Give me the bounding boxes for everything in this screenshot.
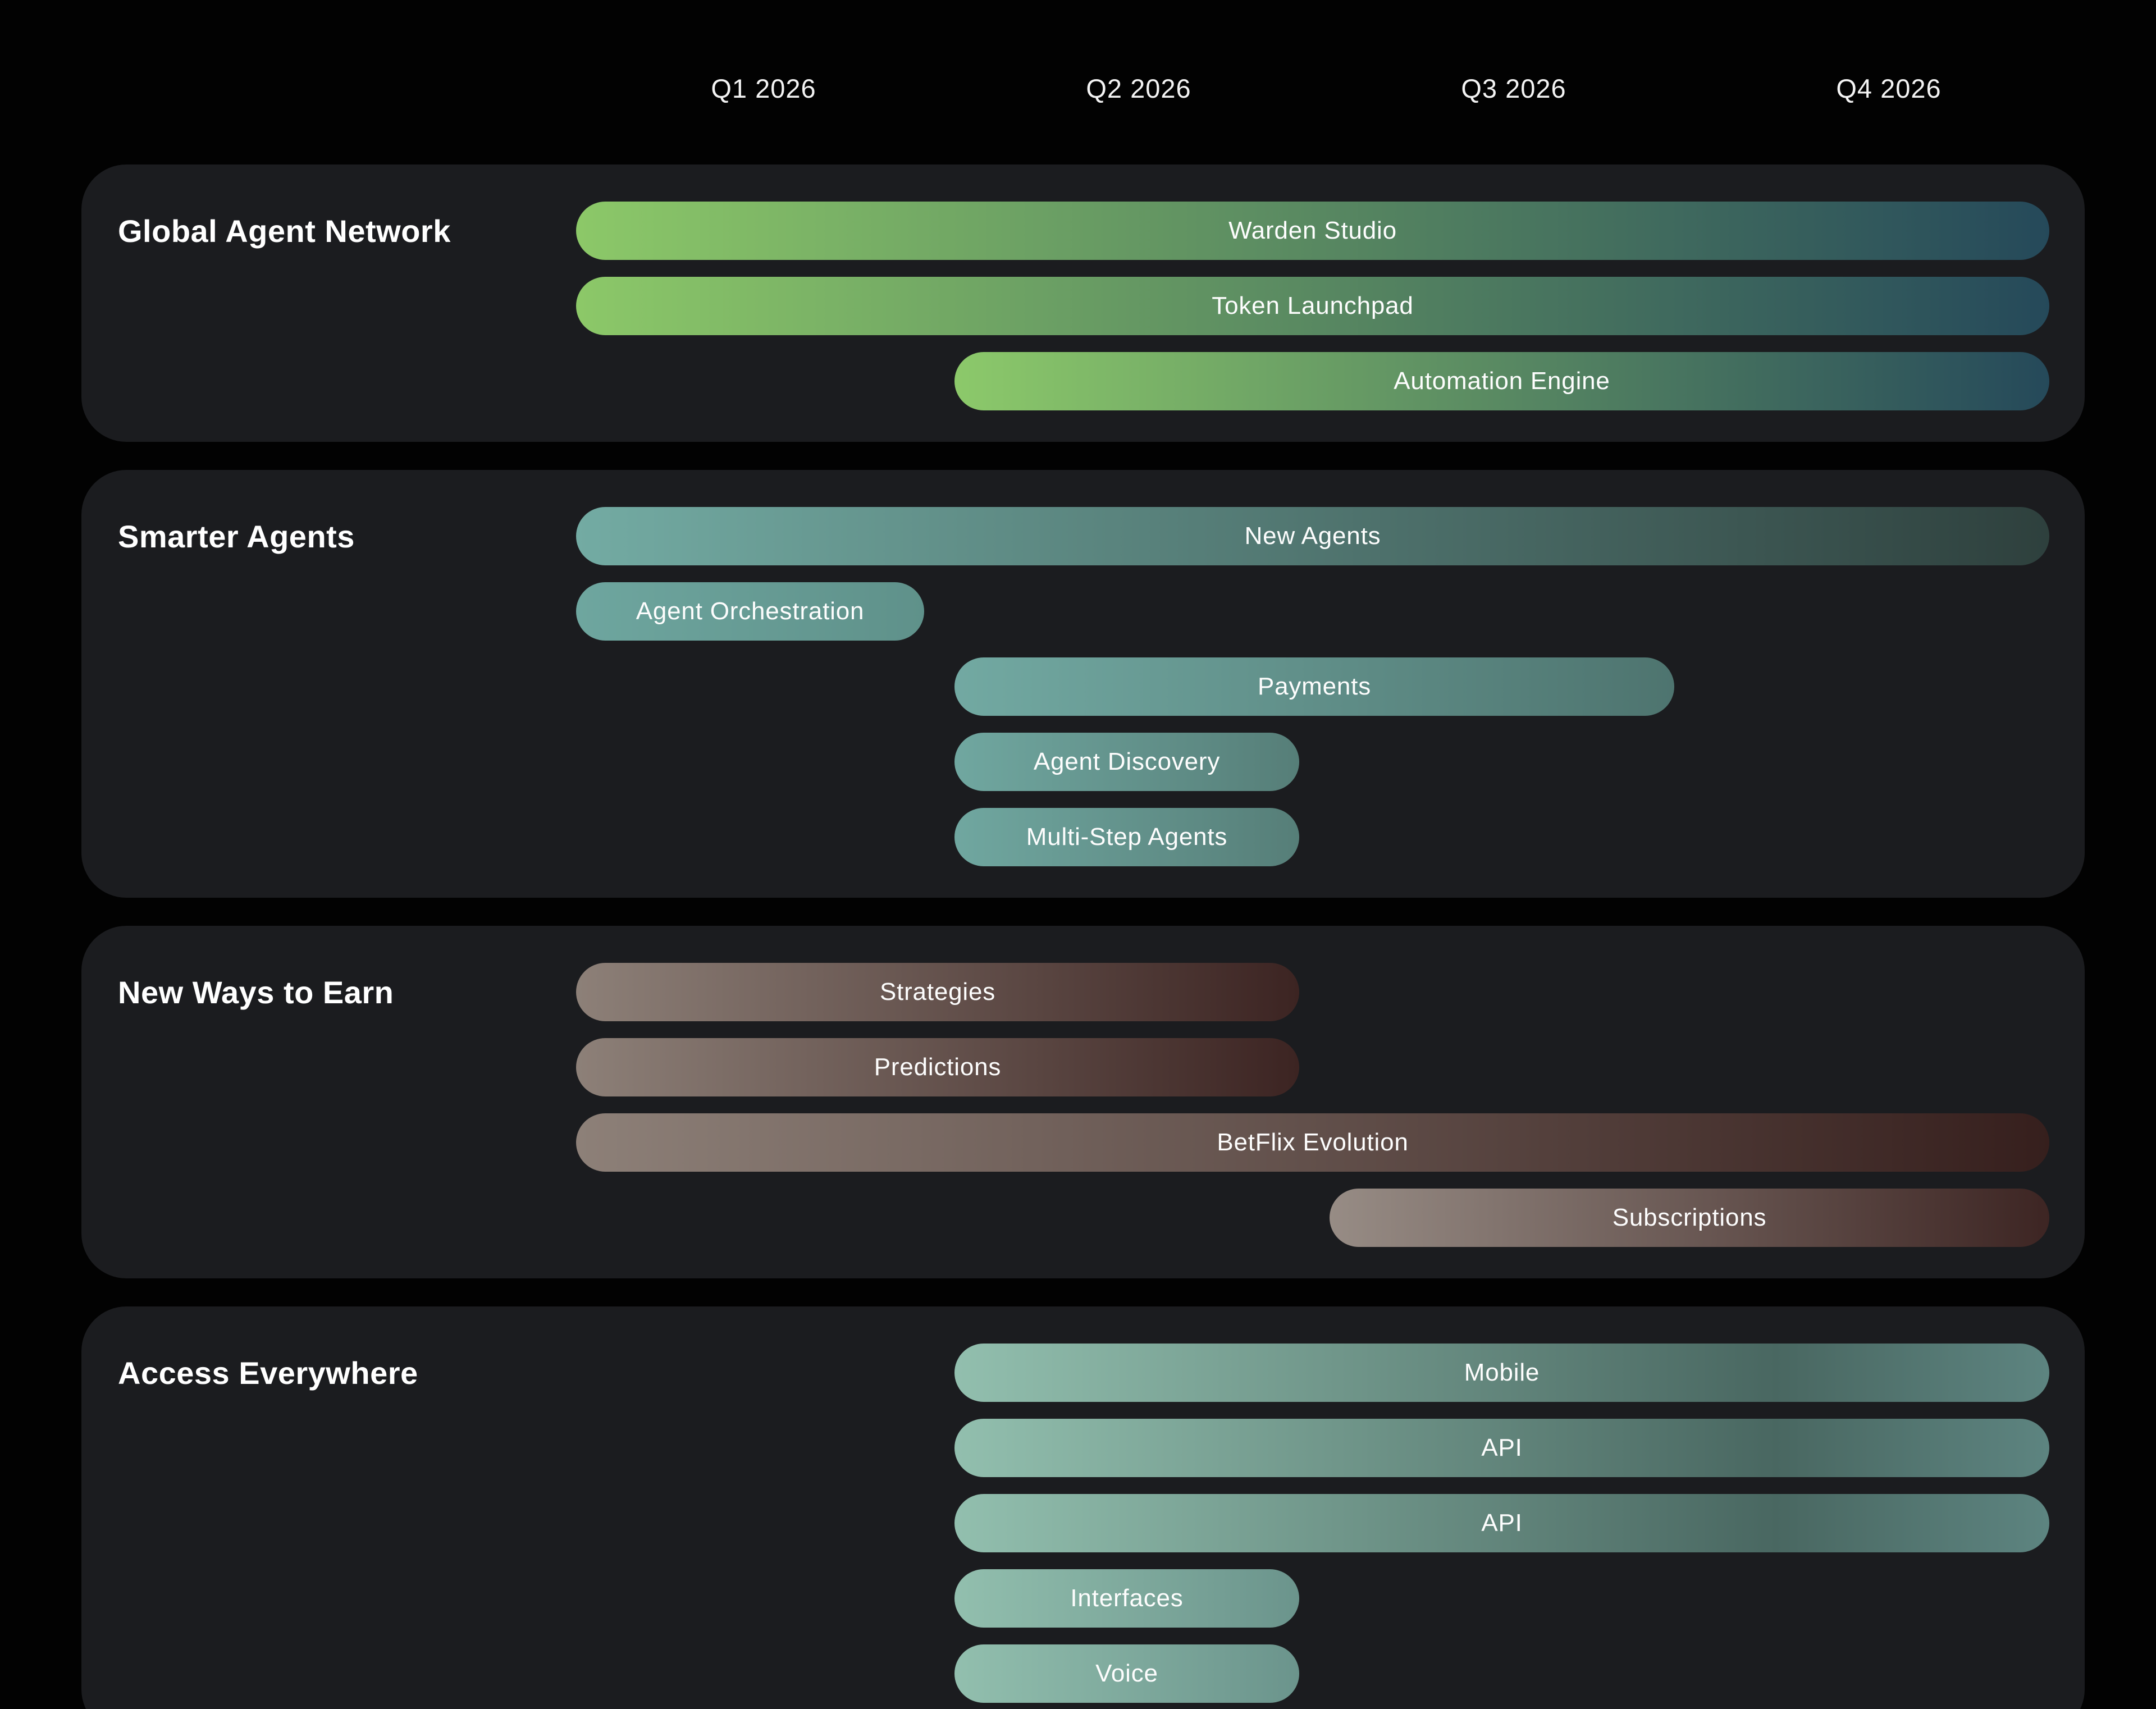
bar-label: Agent Discovery [1033, 748, 1221, 775]
roadmap-bar: Token Launchpad [576, 277, 2049, 335]
roadmap-bar: Payments [954, 657, 1674, 716]
roadmap-bar: Multi-Step Agents [954, 808, 1299, 866]
roadmap-bar: API [954, 1419, 2049, 1477]
bar-label: Interfaces [1070, 1584, 1184, 1612]
roadmap-bar: Mobile [954, 1344, 2049, 1402]
bar-label: Strategies [879, 978, 996, 1006]
quarter-label: Q2 2026 [1086, 74, 1191, 103]
bar-label: API [1481, 1434, 1523, 1461]
roadmap-bar: Warden Studio [576, 202, 2049, 260]
roadmap-bar: Strategies [576, 963, 1299, 1021]
bar-label: API [1481, 1509, 1523, 1537]
section-title: Access Everywhere [118, 1355, 418, 1391]
bar-label: BetFlix Evolution [1217, 1128, 1409, 1156]
quarter-label: Q4 2026 [1836, 74, 1942, 103]
roadmap-bar: Interfaces [954, 1569, 1299, 1628]
roadmap-bar: BetFlix Evolution [576, 1113, 2049, 1172]
bar-label: Automation Engine [1394, 367, 1610, 395]
section-title: Smarter Agents [118, 518, 355, 554]
bar-label: Agent Orchestration [636, 597, 865, 625]
roadmap-bar: Automation Engine [954, 352, 2049, 410]
bar-label: Mobile [1464, 1359, 1540, 1386]
roadmap-bar: Predictions [576, 1038, 1299, 1096]
section-title: Global Agent Network [118, 213, 451, 249]
roadmap-bar: New Agents [576, 507, 2049, 565]
quarter-label: Q3 2026 [1461, 74, 1566, 103]
section-title: New Ways to Earn [118, 974, 394, 1010]
bar-label: Warden Studio [1228, 217, 1397, 244]
roadmap-bar: API [954, 1494, 2049, 1552]
bar-label: Voice [1095, 1660, 1158, 1687]
roadmap-bar: Agent Discovery [954, 733, 1299, 791]
bar-label: Token Launchpad [1212, 292, 1414, 319]
bar-label: Multi-Step Agents [1026, 823, 1228, 851]
bar-label: Predictions [874, 1053, 1002, 1081]
bar-label: New Agents [1244, 522, 1381, 550]
bar-label: Subscriptions [1612, 1204, 1767, 1231]
roadmap-bar: Subscriptions [1330, 1189, 2049, 1247]
quarter-label: Q1 2026 [711, 74, 816, 103]
roadmap-bar: Agent Orchestration [576, 582, 924, 641]
roadmap-bar: Voice [954, 1644, 1299, 1703]
bar-label: Payments [1257, 673, 1372, 700]
